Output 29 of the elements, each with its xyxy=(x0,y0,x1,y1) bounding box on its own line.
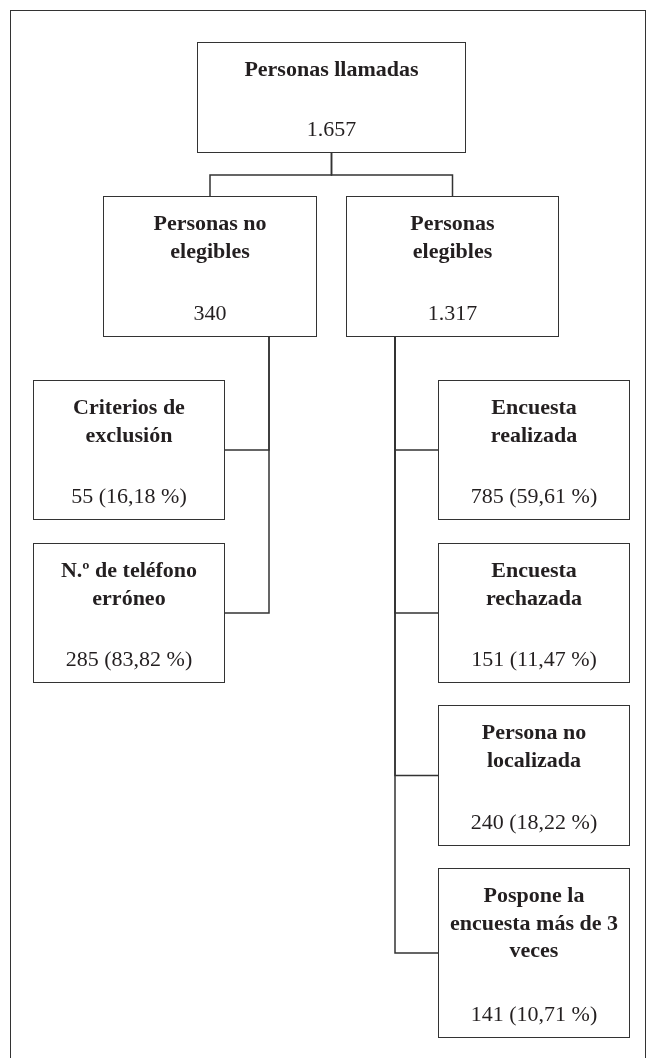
box-count: 785 (59,61 %) xyxy=(470,482,598,509)
flow-box xyxy=(103,196,317,337)
box-heading: Personas no elegibles xyxy=(152,209,268,264)
box-count: 1.657 xyxy=(306,115,357,142)
box-heading: Encuesta realizada xyxy=(489,393,579,448)
flow-box xyxy=(346,196,559,337)
box-count: 55 (16,18 %) xyxy=(71,482,187,509)
box-count: 151 (11,47 %) xyxy=(471,645,597,672)
flow-box xyxy=(197,42,466,153)
box-heading: Pospone la encuesta más de 3 veces xyxy=(448,881,619,964)
box-heading: Encuesta rechazada xyxy=(484,556,584,611)
box-count: 141 (10,71 %) xyxy=(470,1000,598,1027)
box-count: 340 xyxy=(193,299,227,326)
box-heading: Criterios de exclusión xyxy=(72,393,186,448)
flow-box xyxy=(33,543,225,683)
connector-line xyxy=(330,152,454,197)
flow-box xyxy=(438,705,630,846)
flow-box xyxy=(438,543,630,683)
connector-line xyxy=(224,336,270,614)
box-heading: N.º de teléfono erróneo xyxy=(59,556,199,611)
flow-box xyxy=(438,868,630,1038)
box-count: 240 (18,22 %) xyxy=(470,808,598,835)
flow-box xyxy=(33,380,225,520)
flow-box xyxy=(438,380,630,520)
box-heading: Personas elegibles xyxy=(409,209,496,264)
box-heading: Persona no localizada xyxy=(480,718,588,773)
box-count: 1.317 xyxy=(427,299,478,326)
box-count: 285 (83,82 %) xyxy=(65,645,193,672)
box-heading: Personas llamadas xyxy=(244,55,419,83)
